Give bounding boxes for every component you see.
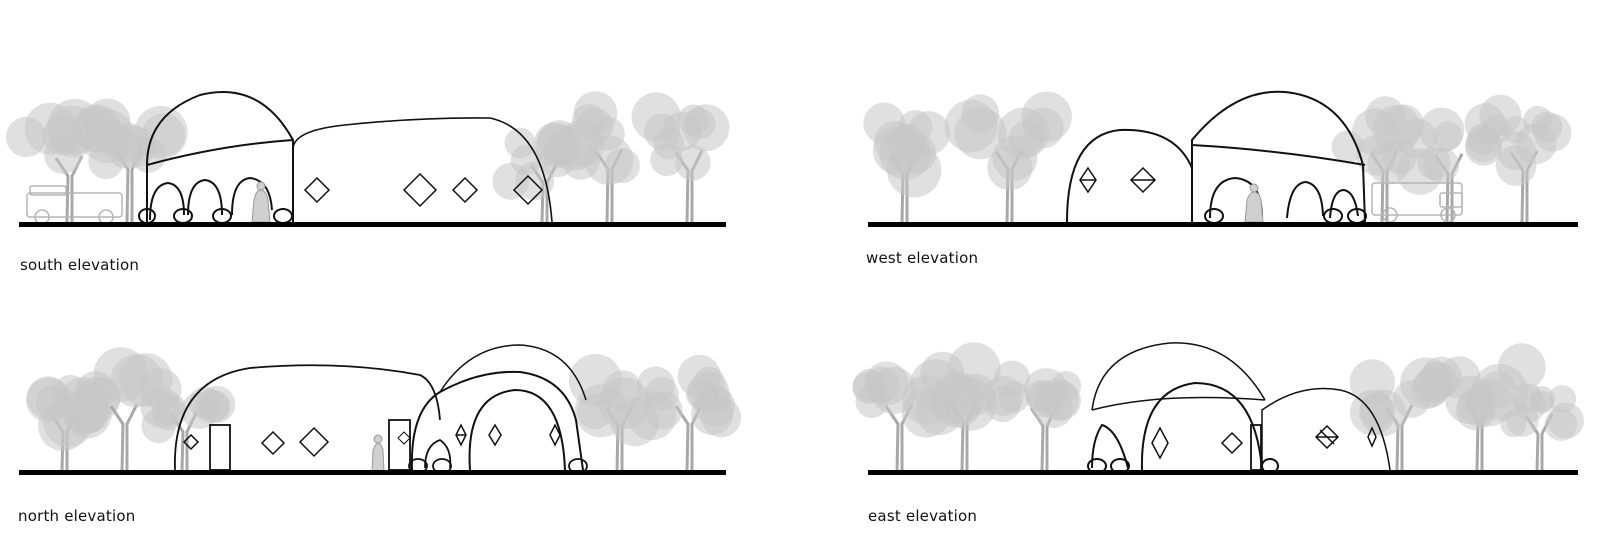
north-elevation [19,344,742,475]
west-elevation [863,90,1578,227]
west-ground-line [868,222,1578,227]
east-ground-line [868,470,1578,475]
tree [140,385,236,471]
east-elevation-label: east elevation [868,507,978,525]
tree [552,91,640,223]
south-ground-line [19,222,726,227]
tree [644,354,742,471]
north-ground-line [19,470,726,475]
west-building [1066,90,1367,224]
south-trees-left [6,98,188,223]
east-elevation [852,342,1584,475]
tree [863,102,951,223]
west-trees-right [1331,94,1572,223]
south-trees-right [492,91,730,223]
north-trees-right [568,353,742,471]
tree [79,98,188,223]
west-people [1244,183,1264,223]
east-trees-left [852,342,1082,471]
north-trees-left [26,347,236,471]
east-building [1087,342,1391,474]
south-elevation-label: south elevation [20,256,140,274]
tree [1500,383,1584,471]
south-people [251,181,271,223]
north-building [174,344,588,474]
west-windows [1079,166,1157,194]
tree [1420,343,1546,471]
north-windows [182,423,561,458]
south-elevation [6,91,730,227]
north-person [371,434,385,473]
tree [944,91,1072,223]
west-elevation-label: west elevation [866,249,979,267]
tree [994,360,1082,471]
tree [631,92,730,223]
south-building [138,91,553,224]
south-windows [303,172,544,208]
north-elevation-label: north elevation [18,507,136,525]
west-trees-left [863,91,1072,223]
tree [1479,94,1572,223]
east-trees-right [1349,343,1584,471]
south-vehicle [26,185,123,225]
east-windows [1151,424,1377,460]
tree [60,347,182,471]
